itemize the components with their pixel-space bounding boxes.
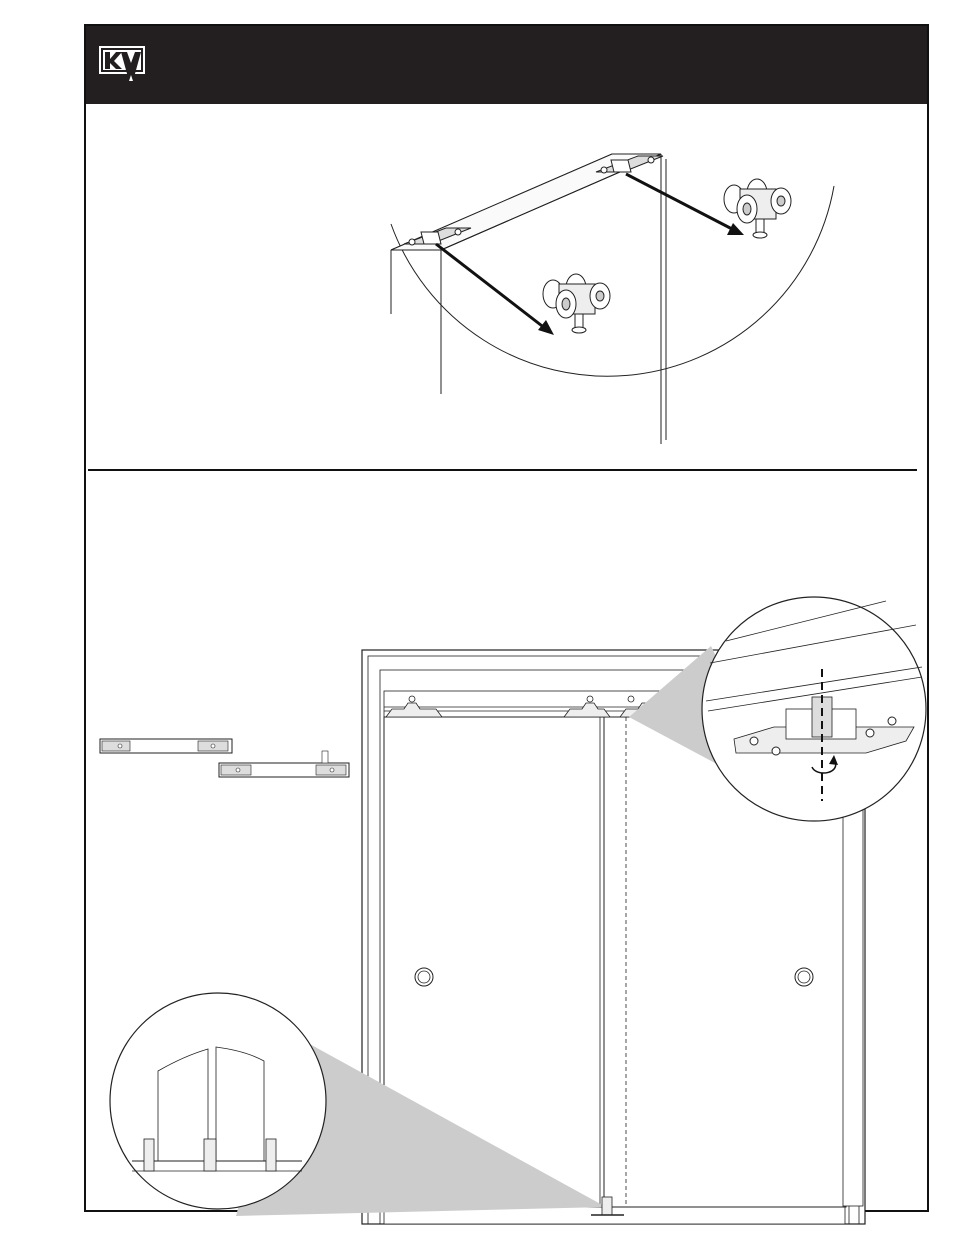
callout-detail-top xyxy=(702,597,926,821)
door-frame-illustration xyxy=(86,471,927,1210)
roller-carriage-icon xyxy=(543,274,610,333)
header-bar: KV xyxy=(86,26,927,104)
arrow-icon xyxy=(436,244,554,335)
logo-label: KV xyxy=(98,45,146,83)
track-icon xyxy=(100,739,232,753)
door-pull-icon xyxy=(415,968,433,986)
kv-logo-icon: KV xyxy=(98,45,146,83)
callout-detail-bottom xyxy=(110,993,326,1209)
instruction-page: KV xyxy=(84,24,929,1212)
door-panel-illustration xyxy=(86,104,927,469)
track-icon xyxy=(219,751,349,777)
door-pull-icon xyxy=(795,968,813,986)
